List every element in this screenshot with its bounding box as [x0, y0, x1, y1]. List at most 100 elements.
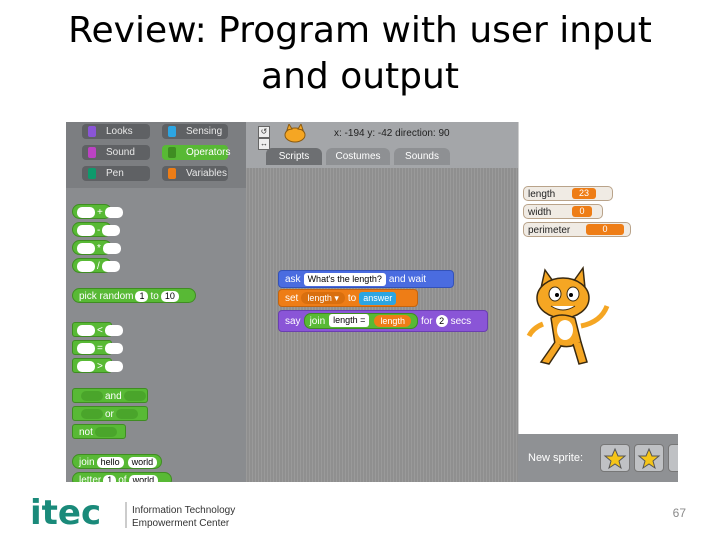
hole [94, 427, 117, 438]
op-label: * [97, 243, 101, 254]
not-block[interactable]: not [72, 424, 126, 439]
slot [104, 342, 123, 354]
cat-sprite-icon [526, 266, 610, 365]
paint-star-icon [603, 447, 627, 470]
page-number: 67 [672, 506, 686, 520]
rotate-style-button[interactable]: ↺ [258, 126, 270, 138]
length-reporter[interactable]: length [374, 314, 411, 327]
block-label: join [309, 315, 326, 327]
join-text-input[interactable]: length = [329, 314, 370, 328]
op-label: < [97, 325, 103, 336]
variable-name: width [528, 207, 552, 218]
or-block[interactable]: or [72, 406, 148, 421]
category-looks[interactable]: Looks [82, 124, 150, 139]
logo-mark: itec [30, 493, 101, 532]
block-label: join [79, 457, 95, 468]
join-b-input[interactable]: world [127, 456, 158, 468]
divide-block[interactable]: / [72, 258, 120, 273]
block-label: letter [79, 475, 102, 482]
looks-swatch-icon [88, 126, 96, 137]
folder-star-icon [637, 447, 661, 470]
slot [77, 224, 95, 236]
variables-swatch-icon [168, 168, 176, 179]
paint-sprite-button[interactable] [600, 444, 630, 472]
category-label: Looks [106, 126, 133, 137]
answer-reporter[interactable]: answer [359, 291, 397, 305]
block-label: and [105, 391, 122, 402]
secs-input[interactable]: 2 [435, 315, 448, 328]
add-block[interactable]: + [72, 204, 123, 219]
block-label: say [285, 316, 301, 327]
logo-line1: Information Technology [132, 505, 235, 516]
random-from-input[interactable]: 1 [135, 290, 149, 302]
slide-title-line2: and output [261, 56, 459, 97]
flip-style-button[interactable]: ↔ [258, 138, 270, 150]
tab-sounds[interactable]: Sounds [394, 148, 450, 165]
slot [102, 242, 121, 254]
category-sensing[interactable]: Sensing [162, 124, 228, 139]
category-sound[interactable]: Sound [82, 145, 150, 160]
block-label: ask [285, 274, 301, 285]
sound-swatch-icon [88, 147, 96, 158]
op-label: - [97, 225, 101, 236]
block-label: to [150, 291, 159, 302]
scripts-panel: ↺ ↔ x: -194 y: -42 direction: 90 Scripts… [246, 122, 518, 482]
logo-line2: Empowerment Center [132, 518, 230, 529]
subtract-block[interactable]: - [72, 222, 121, 237]
and-block[interactable]: and [72, 388, 148, 403]
category-label: Pen [106, 168, 124, 179]
slot [101, 260, 120, 272]
choose-sprite-button[interactable] [634, 444, 664, 472]
less-than-block[interactable]: < [72, 322, 123, 337]
slot [102, 224, 121, 236]
random-to-input[interactable]: 10 [160, 290, 179, 302]
scratch-screenshot: Looks Sensing Sound Operators Pen Variab… [66, 122, 678, 482]
variable-value: 23 [572, 188, 596, 199]
block-label: to [347, 293, 357, 304]
new-sprite-label: New sprite: [528, 452, 584, 464]
block-label: pick random [79, 291, 134, 302]
category-operators[interactable]: Operators [162, 145, 230, 160]
slot [77, 324, 95, 336]
slot [77, 342, 95, 354]
block-label: and wait [388, 274, 427, 285]
equals-block[interactable]: = [72, 340, 123, 355]
tab-label: Costumes [335, 151, 381, 162]
category-pen[interactable]: Pen [82, 166, 150, 181]
slot [77, 206, 95, 218]
slot [104, 324, 123, 336]
letter-index-input[interactable]: 1 [103, 474, 117, 482]
variable-name: length [528, 189, 556, 200]
greater-than-block[interactable]: > [72, 358, 123, 373]
slot [104, 206, 123, 218]
tab-scripts[interactable]: Scripts [266, 148, 322, 165]
op-label: = [97, 343, 103, 354]
new-sprite-bar: New sprite: [518, 434, 678, 482]
block-label: secs [450, 316, 472, 327]
slide-title: Review: Program with user input and outp… [0, 8, 720, 100]
pen-swatch-icon [88, 168, 96, 179]
block-label: not [79, 427, 93, 438]
block-palette: Looks Sensing Sound Operators Pen Variab… [66, 122, 246, 482]
multiply-block[interactable]: * [72, 240, 121, 255]
tab-label: Scripts [278, 151, 310, 162]
category-variables[interactable]: Variables [162, 166, 228, 181]
join-a-input[interactable]: hello [96, 456, 124, 468]
ask-text-input[interactable]: What's the length? [303, 272, 386, 286]
tab-costumes[interactable]: Costumes [326, 148, 390, 165]
category-label: Variables [186, 168, 227, 179]
category-label: Sound [106, 147, 135, 158]
letter-word-input[interactable]: world [128, 474, 159, 482]
random-sprite-button[interactable] [668, 444, 678, 472]
variable-dropdown[interactable]: length ▾ [301, 292, 345, 305]
